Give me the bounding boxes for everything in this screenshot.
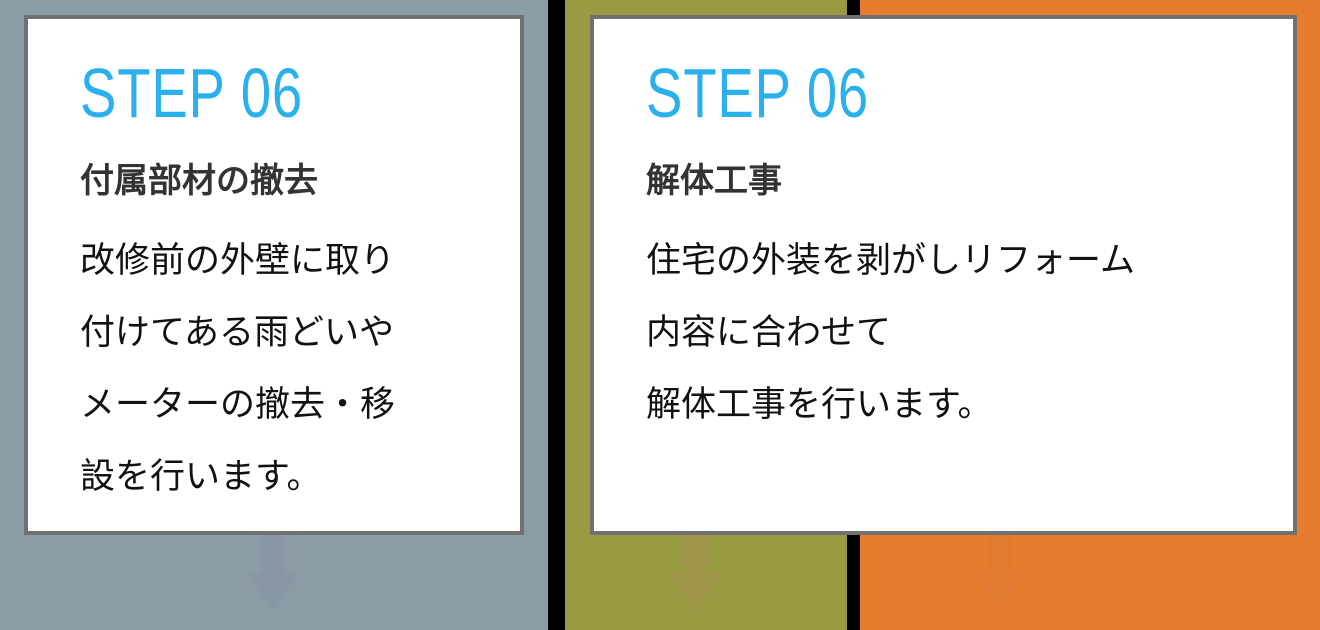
arrow-down-icon xyxy=(669,535,721,611)
step-card-2: STEP 06 解体工事 住宅の外装を剥がしリフォーム 内容に合わせて 解体工事… xyxy=(590,15,1297,535)
step-card-1: STEP 06 付属部材の撤去 改修前の外壁に取り 付けてある雨どいや メーター… xyxy=(24,15,524,535)
step-description: 改修前の外壁に取り 付けてある雨どいや メーターの撤去・移 設を行います。 xyxy=(80,241,396,497)
step-title: 付属部材の撤去 xyxy=(80,161,318,201)
step-label: STEP 06 xyxy=(646,54,869,132)
step-title: 解体工事 xyxy=(646,161,782,201)
arrow-down-icon xyxy=(247,535,299,611)
step-description: 住宅の外装を剥がしリフォーム 内容に合わせて 解体工事を行います。 xyxy=(646,241,1135,425)
arrow-down-icon xyxy=(974,535,1026,611)
step-label: STEP 06 xyxy=(80,54,303,132)
